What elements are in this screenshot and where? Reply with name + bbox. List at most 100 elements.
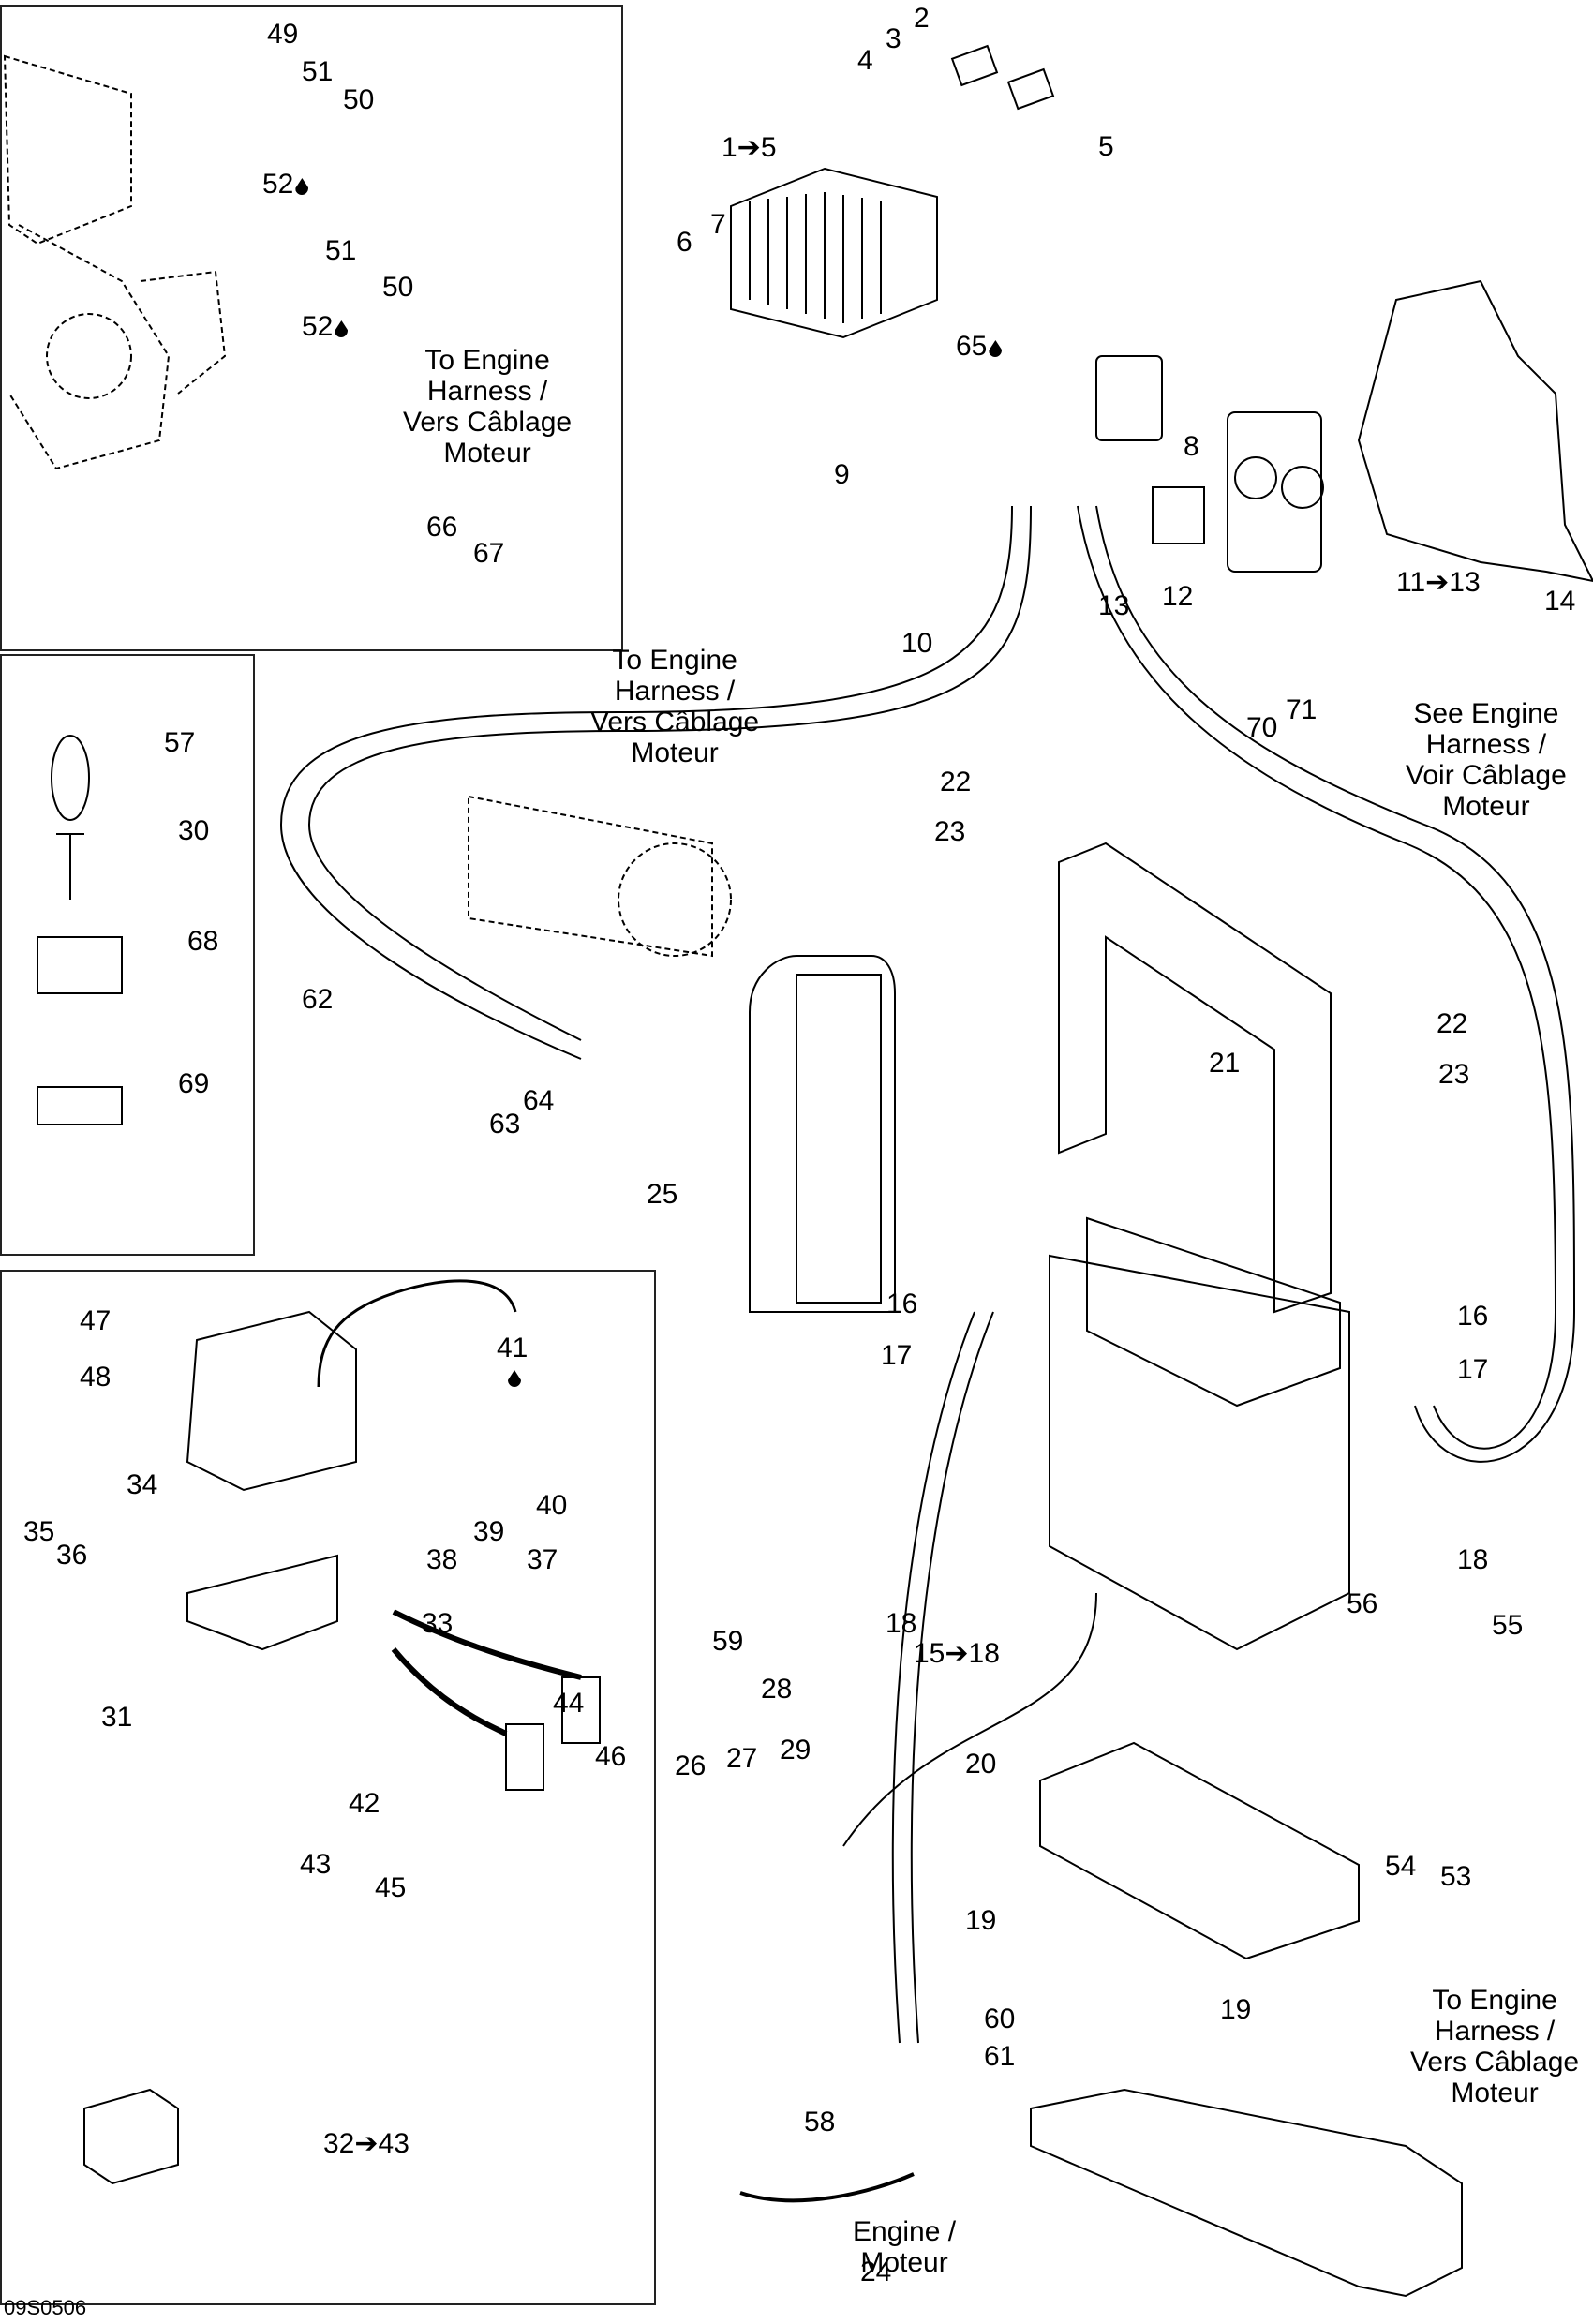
battery-drawing: [1049, 1254, 1350, 1651]
callout-16: 16: [886, 1289, 918, 1319]
callout-69: 69: [178, 1068, 210, 1099]
drop-icon: [295, 178, 309, 195]
callout-71: 71: [1286, 694, 1318, 725]
callout-1-5: 1➔5: [722, 132, 777, 163]
callout-61: 61: [984, 2041, 1016, 2072]
callout-23: 23: [934, 816, 966, 847]
callout-38: 38: [426, 1544, 458, 1575]
callout-43: 43: [300, 1849, 332, 1880]
callout-50: 50: [343, 84, 375, 115]
callout-9: 9: [834, 459, 850, 490]
ignition-coil-drawing: [186, 1310, 357, 1492]
callout-54: 54: [1385, 1851, 1417, 1882]
callout-5: 5: [1098, 131, 1114, 162]
callout-57: 57: [164, 727, 196, 758]
callout-26: 26: [675, 1750, 707, 1781]
callout-22: 22: [1437, 1008, 1468, 1039]
callout-44: 44: [553, 1688, 585, 1719]
inset-ignition-coil: [0, 1270, 656, 2305]
callout-8: 8: [1184, 431, 1199, 462]
callout-11-13: 11➔13: [1396, 567, 1481, 598]
callout-51: 51: [325, 235, 357, 266]
callout-17: 17: [1457, 1354, 1489, 1385]
callout-66: 66: [426, 512, 458, 543]
callout-4: 4: [857, 45, 873, 76]
callout-52: 52: [262, 171, 309, 199]
callout-59: 59: [712, 1626, 744, 1657]
callout-31: 31: [101, 1702, 133, 1733]
callout-40: 40: [536, 1490, 568, 1521]
callout-18: 18: [886, 1608, 917, 1639]
callout-55: 55: [1492, 1610, 1524, 1641]
callout-37: 37: [527, 1544, 558, 1575]
battery-tray-drawing: [1039, 1741, 1360, 1960]
callout-58: 58: [804, 2107, 836, 2138]
callout-3: 3: [886, 23, 901, 54]
note-to-engine-harness-mid: To Engine Harness / Vers Câblage Moteur: [590, 645, 760, 768]
callout-67: 67: [473, 538, 505, 569]
callout-18: 18: [1457, 1544, 1489, 1575]
engine-block-drawing: [3, 54, 227, 470]
callout-14: 14: [1544, 586, 1576, 617]
drop-icon: [335, 320, 349, 337]
callout-27: 27: [726, 1743, 758, 1774]
callout-32-43: 32➔43: [323, 2128, 409, 2159]
callout-49: 49: [267, 19, 299, 50]
callout-6: 6: [677, 227, 692, 258]
callout-2: 2: [914, 3, 930, 34]
callout-20: 20: [965, 1749, 997, 1780]
callout-21: 21: [1209, 1048, 1241, 1079]
callout-41: 41: [497, 1334, 528, 1391]
callout-33: 33: [422, 1608, 454, 1639]
inset-fasteners: [0, 654, 255, 1256]
callout-19: 19: [965, 1905, 997, 1936]
callout-25: 25: [647, 1179, 678, 1210]
callout-39: 39: [473, 1516, 505, 1547]
callout-42: 42: [349, 1788, 380, 1819]
callout-19: 19: [1220, 1994, 1252, 2025]
callout-70: 70: [1246, 712, 1278, 743]
callout-46: 46: [595, 1741, 627, 1772]
callout-62: 62: [302, 984, 334, 1015]
callout-17: 17: [881, 1340, 913, 1371]
callout-7: 7: [710, 209, 726, 240]
callout-53: 53: [1440, 1861, 1472, 1892]
callout-35: 35: [23, 1516, 55, 1547]
callout-36: 36: [56, 1540, 88, 1571]
note-engine: Engine / Moteur: [853, 2216, 957, 2278]
callout-52: 52: [302, 313, 349, 341]
callout-56: 56: [1347, 1588, 1378, 1619]
callout-63: 63: [489, 1109, 521, 1140]
battery-bracket-drawing: [1058, 842, 1332, 1314]
callout-15-18: 15➔18: [914, 1638, 1000, 1669]
callout-28: 28: [761, 1674, 793, 1705]
drop-icon: [989, 340, 1003, 357]
callout-51: 51: [302, 56, 334, 87]
drop-icon: [508, 1370, 521, 1387]
note-to-engine-harness-right: To Engine Harness / Vers Câblage Moteur: [1410, 1985, 1580, 2108]
figure-id: 09S0506: [4, 2296, 87, 2319]
battery-cover-drawing: [749, 955, 896, 1313]
callout-50: 50: [382, 272, 414, 303]
callout-10: 10: [901, 628, 933, 659]
callout-24: 24: [860, 2257, 892, 2287]
note-see-engine-harness: See Engine Harness / Voir Câblage Moteur: [1406, 698, 1567, 822]
callout-16: 16: [1457, 1301, 1489, 1332]
callout-45: 45: [375, 1872, 407, 1903]
callout-65: 65: [956, 333, 1003, 361]
callout-13: 13: [1098, 590, 1130, 621]
mounting-plate-drawing: [1357, 279, 1593, 583]
callout-64: 64: [523, 1085, 555, 1116]
note-to-engine-harness: To Engine Harness / Vers Câblage Moteur: [403, 345, 573, 469]
battery-base-drawing: [1030, 2088, 1463, 2298]
callout-60: 60: [984, 2004, 1016, 2034]
callout-34: 34: [127, 1469, 158, 1500]
callout-48: 48: [80, 1362, 112, 1393]
callout-23: 23: [1438, 1059, 1470, 1090]
callout-22: 22: [940, 767, 972, 797]
callout-47: 47: [80, 1305, 112, 1336]
inset-engine-mounting: [0, 5, 623, 651]
callout-12: 12: [1162, 581, 1194, 612]
callout-30: 30: [178, 815, 210, 846]
